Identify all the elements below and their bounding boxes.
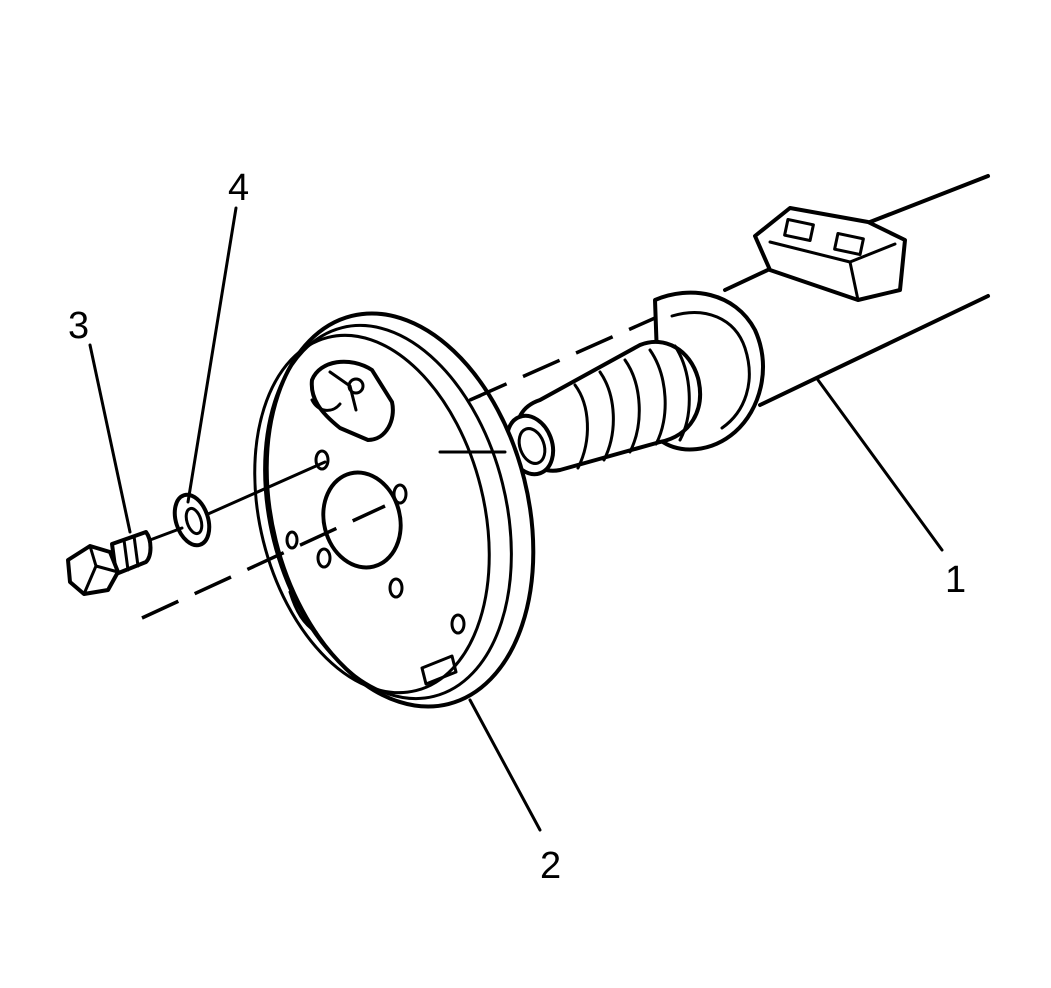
washer	[172, 492, 212, 548]
bolt	[66, 530, 153, 596]
leader-1	[816, 378, 944, 552]
axle-housing	[653, 174, 990, 452]
callout-2: 2	[540, 845, 561, 887]
backing-plate	[253, 311, 536, 709]
callout-4: 4	[228, 167, 249, 209]
leader-2	[468, 698, 542, 832]
assembly-lines	[141, 316, 656, 620]
callout-1: 1	[945, 559, 966, 601]
leader-3	[88, 343, 132, 534]
callout-3: 3	[68, 305, 89, 347]
leader-4	[186, 206, 238, 504]
axle-shaft	[504, 339, 702, 477]
leader-lines	[88, 206, 944, 832]
